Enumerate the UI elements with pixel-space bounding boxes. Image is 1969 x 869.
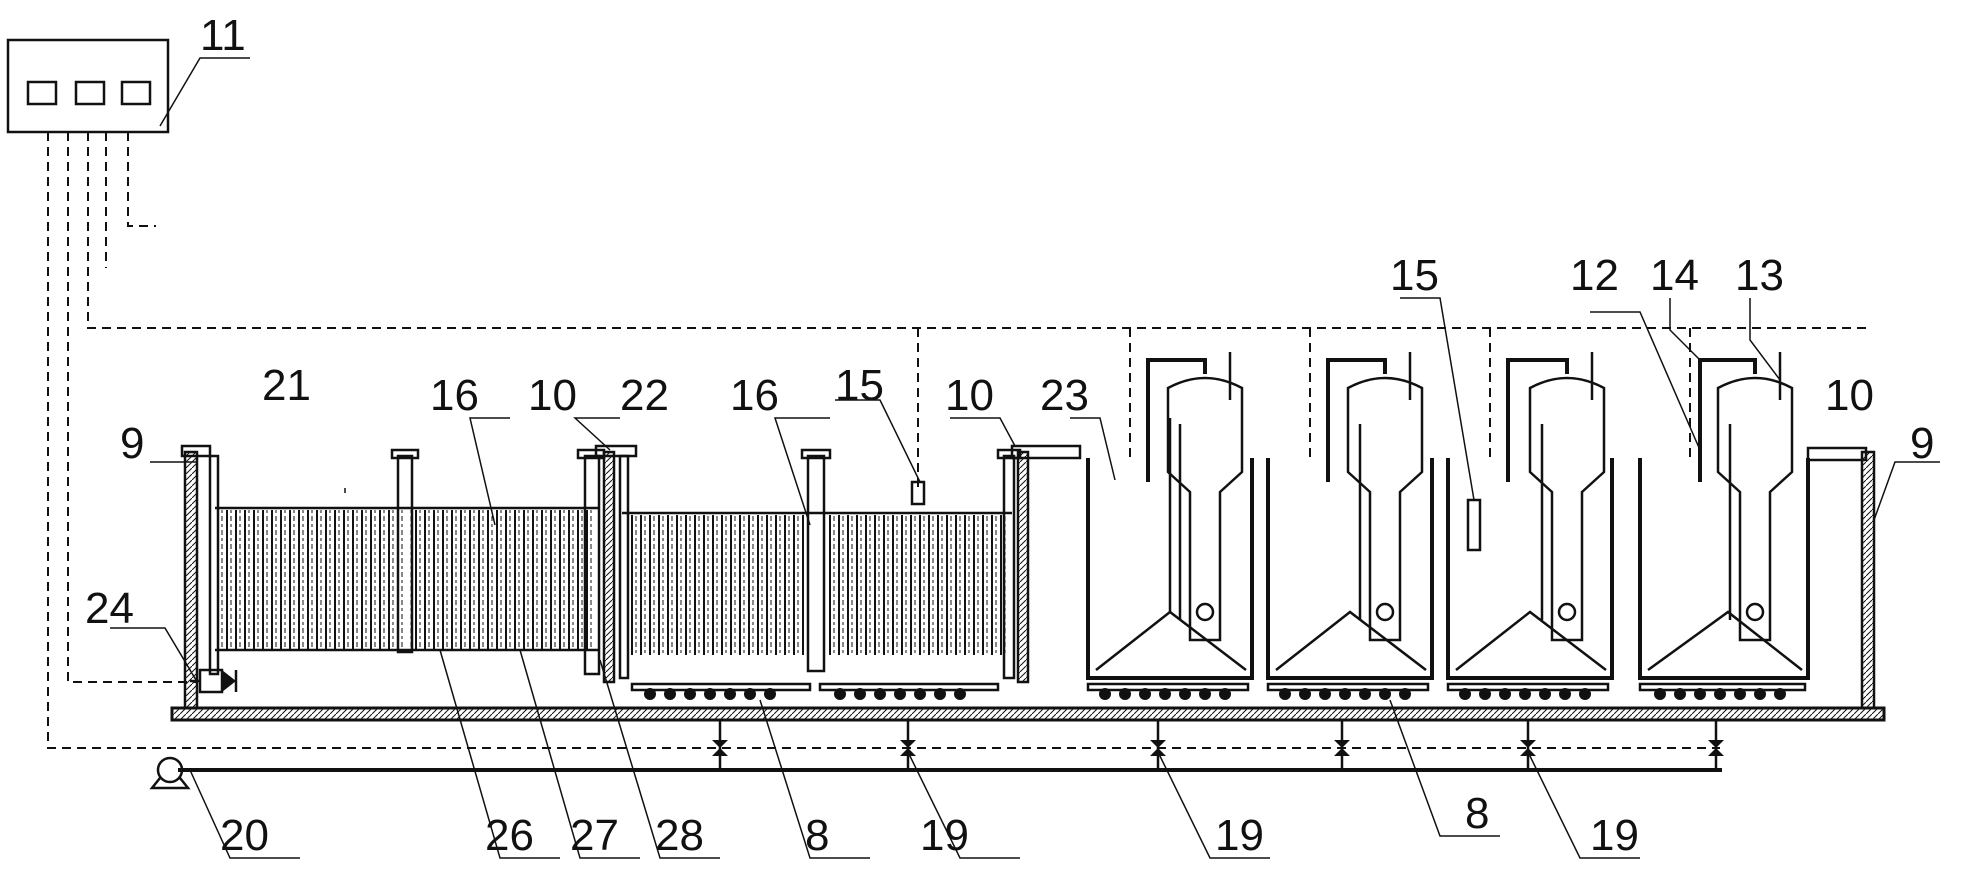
label-15-right: 15 [1390,251,1439,300]
controller-box [6,38,170,134]
label-14: 14 [1650,251,1699,300]
label-20: 20 [220,811,269,860]
label-19-middle: 19 [1215,811,1264,860]
label-10-left: 10 [528,371,577,420]
vessels [1146,352,1794,642]
label-9-left: 9 [120,419,144,468]
compartment-22-media [618,448,1022,680]
label-12: 12 [1570,251,1619,300]
label-9-right: 9 [1910,419,1934,468]
control-signal-lines [47,132,1870,749]
label-19-left: 19 [920,811,969,860]
settling-units [1086,418,1810,680]
label-24: 24 [85,584,134,633]
valves [712,740,1724,756]
label-13: 13 [1735,251,1784,300]
tank-walls [180,444,1876,710]
air-supply-line [149,720,1722,790]
labels: 11 9 9 24 21 16 10 22 16 15 10 23 15 12 … [85,11,1934,860]
label-16-left: 16 [430,371,479,420]
aerator-grids [630,682,1807,700]
label-23: 23 [1040,371,1089,420]
compartment-21-media [208,448,606,676]
inlet-pump [190,668,238,694]
label-22: 22 [620,371,669,420]
label-11: 11 [200,11,246,60]
label-28: 28 [655,811,704,860]
label-21: 21 [262,361,311,410]
label-10-right: 10 [1825,371,1874,420]
label-26: 26 [485,811,534,860]
label-8-right: 8 [1465,789,1489,838]
leader-lines [110,57,1940,859]
base-slab [170,706,1886,722]
label-10-middle: 10 [945,371,994,420]
label-16-right: 16 [730,371,779,420]
label-19-right: 19 [1590,811,1639,860]
label-27: 27 [570,811,619,860]
label-15-left: 15 [835,361,884,410]
label-8-left: 8 [805,811,829,860]
